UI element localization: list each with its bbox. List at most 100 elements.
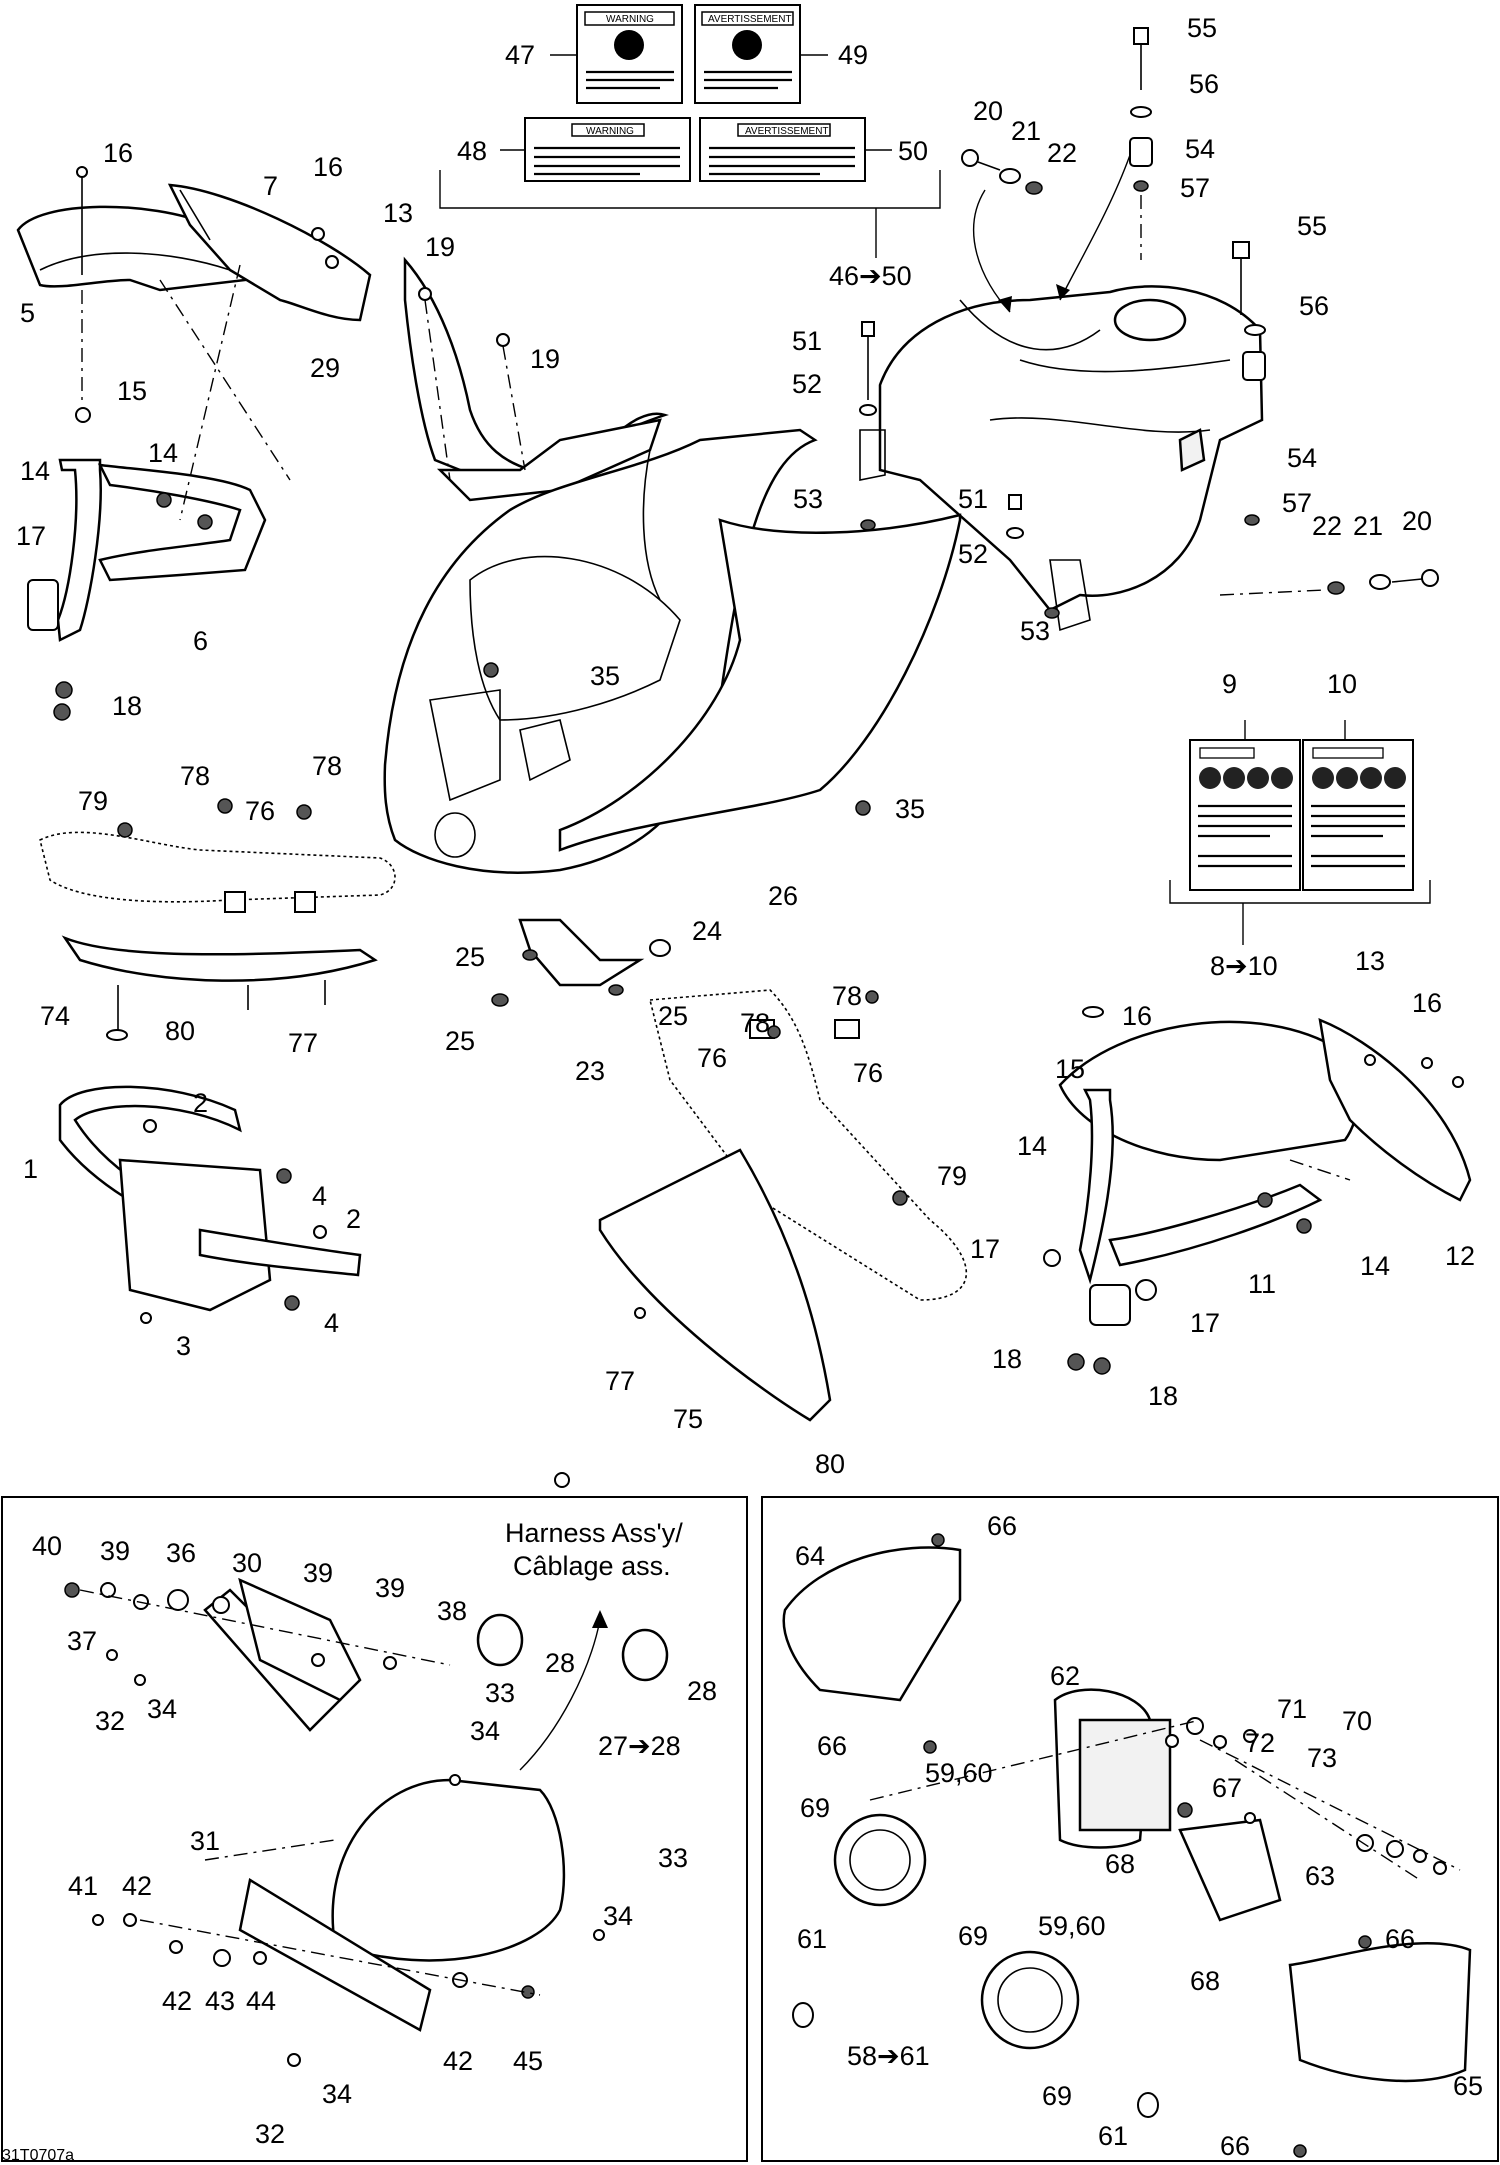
callout-2: 2 bbox=[193, 1088, 208, 1118]
callout-78d: 78 bbox=[832, 981, 862, 1011]
callout-54b: 54 bbox=[1287, 443, 1317, 473]
callout-72: 72 bbox=[1245, 1728, 1275, 1758]
callout-16b: 16 bbox=[313, 152, 343, 182]
callout-29: 29 bbox=[310, 353, 340, 383]
callout-69b: 69 bbox=[958, 1921, 988, 1951]
callout-51b: 51 bbox=[958, 484, 988, 514]
callout-58-61: 58➔61 bbox=[847, 2041, 930, 2071]
callout-34c: 34 bbox=[603, 1901, 633, 1931]
callout-37: 37 bbox=[67, 1626, 97, 1656]
callout-14c: 14 bbox=[1017, 1131, 1047, 1161]
callout-16: 16 bbox=[103, 138, 133, 168]
skid-plate-75 bbox=[554, 989, 968, 1488]
callout-49: 49 bbox=[838, 40, 868, 70]
decal-49-title: AVERTISSEMENT bbox=[708, 14, 792, 25]
callout-18b: 18 bbox=[992, 1344, 1022, 1374]
callout-24: 24 bbox=[692, 916, 722, 946]
callout-17b: 17 bbox=[970, 1234, 1000, 1264]
callout-42b: 42 bbox=[162, 1986, 192, 2016]
callout-73: 73 bbox=[1307, 1743, 1337, 1773]
callout-69: 69 bbox=[800, 1793, 830, 1823]
callout-71: 71 bbox=[1277, 1694, 1307, 1724]
callout-78b: 78 bbox=[312, 751, 342, 781]
decal-47-title: WARNING bbox=[606, 14, 654, 25]
callout-14d: 14 bbox=[1360, 1251, 1390, 1281]
callout-66d: 66 bbox=[1220, 2131, 1250, 2161]
callout-67: 67 bbox=[1212, 1773, 1242, 1803]
callout-34b: 34 bbox=[470, 1716, 500, 1746]
callout-52: 52 bbox=[792, 369, 822, 399]
callout-59-60b: 59,60 bbox=[1038, 1911, 1106, 1941]
callout-34d: 34 bbox=[322, 2079, 352, 2109]
decal-48 bbox=[524, 117, 691, 182]
callout-17c: 17 bbox=[1190, 1308, 1220, 1338]
left-front-fender bbox=[16, 166, 372, 721]
callout-68b: 68 bbox=[1190, 1966, 1220, 1996]
callout-35b: 35 bbox=[895, 794, 925, 824]
inset-headlight-left bbox=[1, 1496, 748, 2162]
callout-56b: 56 bbox=[1299, 291, 1329, 321]
callout-35: 35 bbox=[590, 661, 620, 691]
callout-labels: 47 49 48 50 46➔50 55 56 54 57 20 21 22 5… bbox=[16, 13, 1483, 2161]
callout-7: 7 bbox=[263, 171, 278, 201]
callout-50: 50 bbox=[898, 136, 928, 166]
callout-78c: 78 bbox=[740, 1008, 770, 1038]
callout-41: 41 bbox=[68, 1871, 98, 1901]
front-hood-assembly bbox=[383, 256, 962, 874]
callout-32: 32 bbox=[95, 1706, 125, 1736]
callout-57b: 57 bbox=[1282, 488, 1312, 518]
callout-25: 25 bbox=[455, 942, 485, 972]
callout-79b: 79 bbox=[937, 1161, 967, 1191]
callout-80: 80 bbox=[165, 1016, 195, 1046]
harness-label-line2: Câblage ass. bbox=[513, 1551, 671, 1581]
callout-19: 19 bbox=[425, 232, 455, 262]
skid-plate-74 bbox=[39, 798, 396, 1041]
callout-76: 76 bbox=[245, 796, 275, 826]
callout-20b: 20 bbox=[1402, 506, 1432, 536]
callout-59-60: 59,60 bbox=[925, 1758, 993, 1788]
callout-10: 10 bbox=[1327, 669, 1357, 699]
callout-28: 28 bbox=[545, 1648, 575, 1678]
callout-25c: 25 bbox=[445, 1026, 475, 1056]
callout-25b: 25 bbox=[658, 1001, 688, 1031]
callout-1: 1 bbox=[23, 1154, 38, 1184]
callout-48: 48 bbox=[457, 136, 487, 166]
right-front-fender bbox=[1043, 1006, 1472, 1375]
callout-61: 61 bbox=[797, 1924, 827, 1954]
decal-group-46-50: WARNING AVERTISSEMENT WARNING AVERTISSEM… bbox=[439, 4, 941, 258]
callout-16c: 16 bbox=[1122, 1001, 1152, 1031]
callout-15: 15 bbox=[117, 376, 147, 406]
callout-36: 36 bbox=[166, 1538, 196, 1568]
callout-66: 66 bbox=[987, 1511, 1017, 1541]
headlight-assembly bbox=[782, 1533, 1472, 2158]
callout-74: 74 bbox=[40, 1001, 70, 1031]
callout-47: 47 bbox=[505, 40, 535, 70]
callout-23: 23 bbox=[575, 1056, 605, 1086]
harness-label-line1: Harness Ass'y/ bbox=[505, 1518, 683, 1548]
callout-21: 21 bbox=[1011, 116, 1041, 146]
callout-52b: 52 bbox=[958, 539, 988, 569]
callout-6: 6 bbox=[193, 626, 208, 656]
callout-8-10: 8➔10 bbox=[1210, 951, 1278, 981]
callout-31: 31 bbox=[190, 1826, 220, 1856]
callout-63: 63 bbox=[1305, 1861, 1335, 1891]
callout-57: 57 bbox=[1180, 173, 1210, 203]
callout-18: 18 bbox=[112, 691, 142, 721]
callout-33: 33 bbox=[485, 1678, 515, 1708]
headlight-cover-assembly bbox=[64, 1577, 669, 2067]
decal-group-8-10 bbox=[1169, 720, 1431, 945]
callout-39c: 39 bbox=[375, 1573, 405, 1603]
callout-40: 40 bbox=[32, 1531, 62, 1561]
callout-54: 54 bbox=[1185, 134, 1215, 164]
callout-76b: 76 bbox=[697, 1043, 727, 1073]
callout-55: 55 bbox=[1187, 13, 1217, 43]
callout-30: 30 bbox=[232, 1548, 262, 1578]
callout-28b: 28 bbox=[687, 1676, 717, 1706]
callout-2b: 2 bbox=[346, 1204, 361, 1234]
decal-50-title: AVERTISSEMENT bbox=[745, 126, 829, 137]
callout-44: 44 bbox=[246, 1986, 276, 2016]
callout-33b: 33 bbox=[658, 1843, 688, 1873]
callout-78: 78 bbox=[180, 761, 210, 791]
callout-64: 64 bbox=[795, 1541, 825, 1571]
